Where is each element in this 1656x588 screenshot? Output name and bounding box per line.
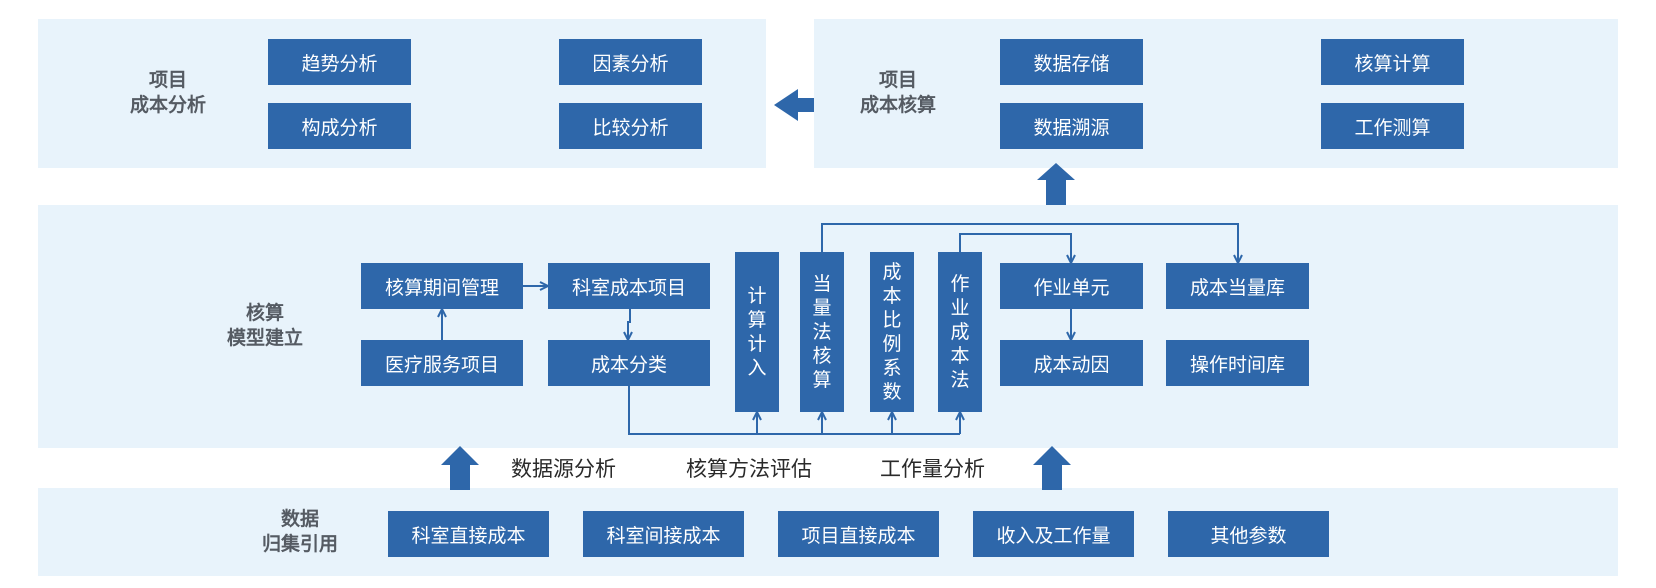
method-evaluation-label: 核算方法评估 (686, 457, 812, 481)
up-block-arrow-left (441, 446, 479, 490)
vchar: 作 (950, 273, 970, 295)
data-storage-box: 数据存储 (1000, 39, 1143, 85)
vchar: 例 (882, 333, 902, 355)
data-source-analysis-label: 数据源分析 (511, 457, 616, 481)
dept-direct-cost-box: 科室直接成本 (388, 511, 549, 557)
vchar: 成 (950, 321, 970, 343)
label-line: 成本核算 (859, 94, 936, 116)
comparison-analysis-box: 比较分析 (559, 103, 702, 149)
vchar: 系 (882, 357, 902, 379)
label-line: 项目 (148, 69, 187, 91)
vertical-box-equivalent-method: 当 量 法 核 算 (800, 252, 844, 412)
vertical-box-cost-ratio: 成 本 比 例 系 数 (870, 252, 914, 412)
data-collection-label: 数据 归集引用 (235, 507, 365, 557)
vchar: 成 (882, 261, 902, 283)
label-line: 核算 (245, 302, 284, 324)
vchar: 算 (747, 309, 767, 331)
dept-cost-items-box: 科室成本项目 (548, 263, 710, 309)
up-block-arrow-right (1033, 446, 1071, 490)
medical-service-items-box: 医疗服务项目 (361, 340, 523, 386)
trend-analysis-box: 趋势分析 (268, 39, 411, 85)
accounting-calculation-box: 核算计算 (1321, 39, 1464, 85)
work-estimation-box: 工作测算 (1321, 103, 1464, 149)
vchar: 当 (812, 273, 832, 295)
accounting-model-label: 核算 模型建立 (200, 301, 330, 351)
vchar: 比 (882, 309, 902, 331)
vchar: 本 (882, 285, 902, 307)
cost-equivalent-library-box: 成本当量库 (1166, 263, 1309, 309)
data-tracing-box: 数据溯源 (1000, 103, 1143, 149)
other-params-box: 其他参数 (1168, 511, 1329, 557)
vchar: 入 (747, 357, 767, 379)
period-management-box: 核算期间管理 (361, 263, 523, 309)
project-cost-analysis-label: 项目 成本分析 (108, 68, 228, 118)
factor-analysis-box: 因素分析 (559, 39, 702, 85)
label-line: 数据 (280, 508, 319, 530)
label-line: 模型建立 (226, 327, 303, 349)
left-block-arrow (774, 89, 814, 121)
vchar: 本 (950, 345, 970, 367)
label-line: 项目 (878, 69, 917, 91)
vchar: 计 (747, 333, 767, 355)
up-block-arrow-top (1037, 163, 1075, 205)
vertical-box-calc-inclusion: 计 算 计 入 (735, 252, 779, 412)
work-unit-box: 作业单元 (1000, 263, 1143, 309)
vchar: 核 (812, 345, 832, 367)
vchar: 法 (812, 321, 832, 343)
label-line: 成本分析 (129, 94, 206, 116)
project-direct-cost-box: 项目直接成本 (778, 511, 939, 557)
dept-indirect-cost-box: 科室间接成本 (583, 511, 744, 557)
project-cost-accounting-panel (814, 19, 1618, 168)
operation-time-library-box: 操作时间库 (1166, 340, 1309, 386)
project-cost-accounting-label: 项目 成本核算 (838, 68, 958, 118)
income-workload-box: 收入及工作量 (973, 511, 1134, 557)
cost-driver-box: 成本动因 (1000, 340, 1143, 386)
vchar: 计 (747, 285, 767, 307)
workload-analysis-label: 工作量分析 (880, 457, 985, 481)
vchar: 法 (950, 369, 970, 391)
vchar: 业 (950, 297, 970, 319)
vertical-box-activity-costing: 作 业 成 本 法 (938, 252, 982, 412)
cost-classification-box: 成本分类 (548, 340, 710, 386)
vchar: 算 (812, 369, 832, 391)
label-line: 归集引用 (261, 533, 338, 555)
composition-analysis-box: 构成分析 (268, 103, 411, 149)
vchar: 数 (882, 381, 902, 403)
vchar: 量 (812, 297, 832, 319)
